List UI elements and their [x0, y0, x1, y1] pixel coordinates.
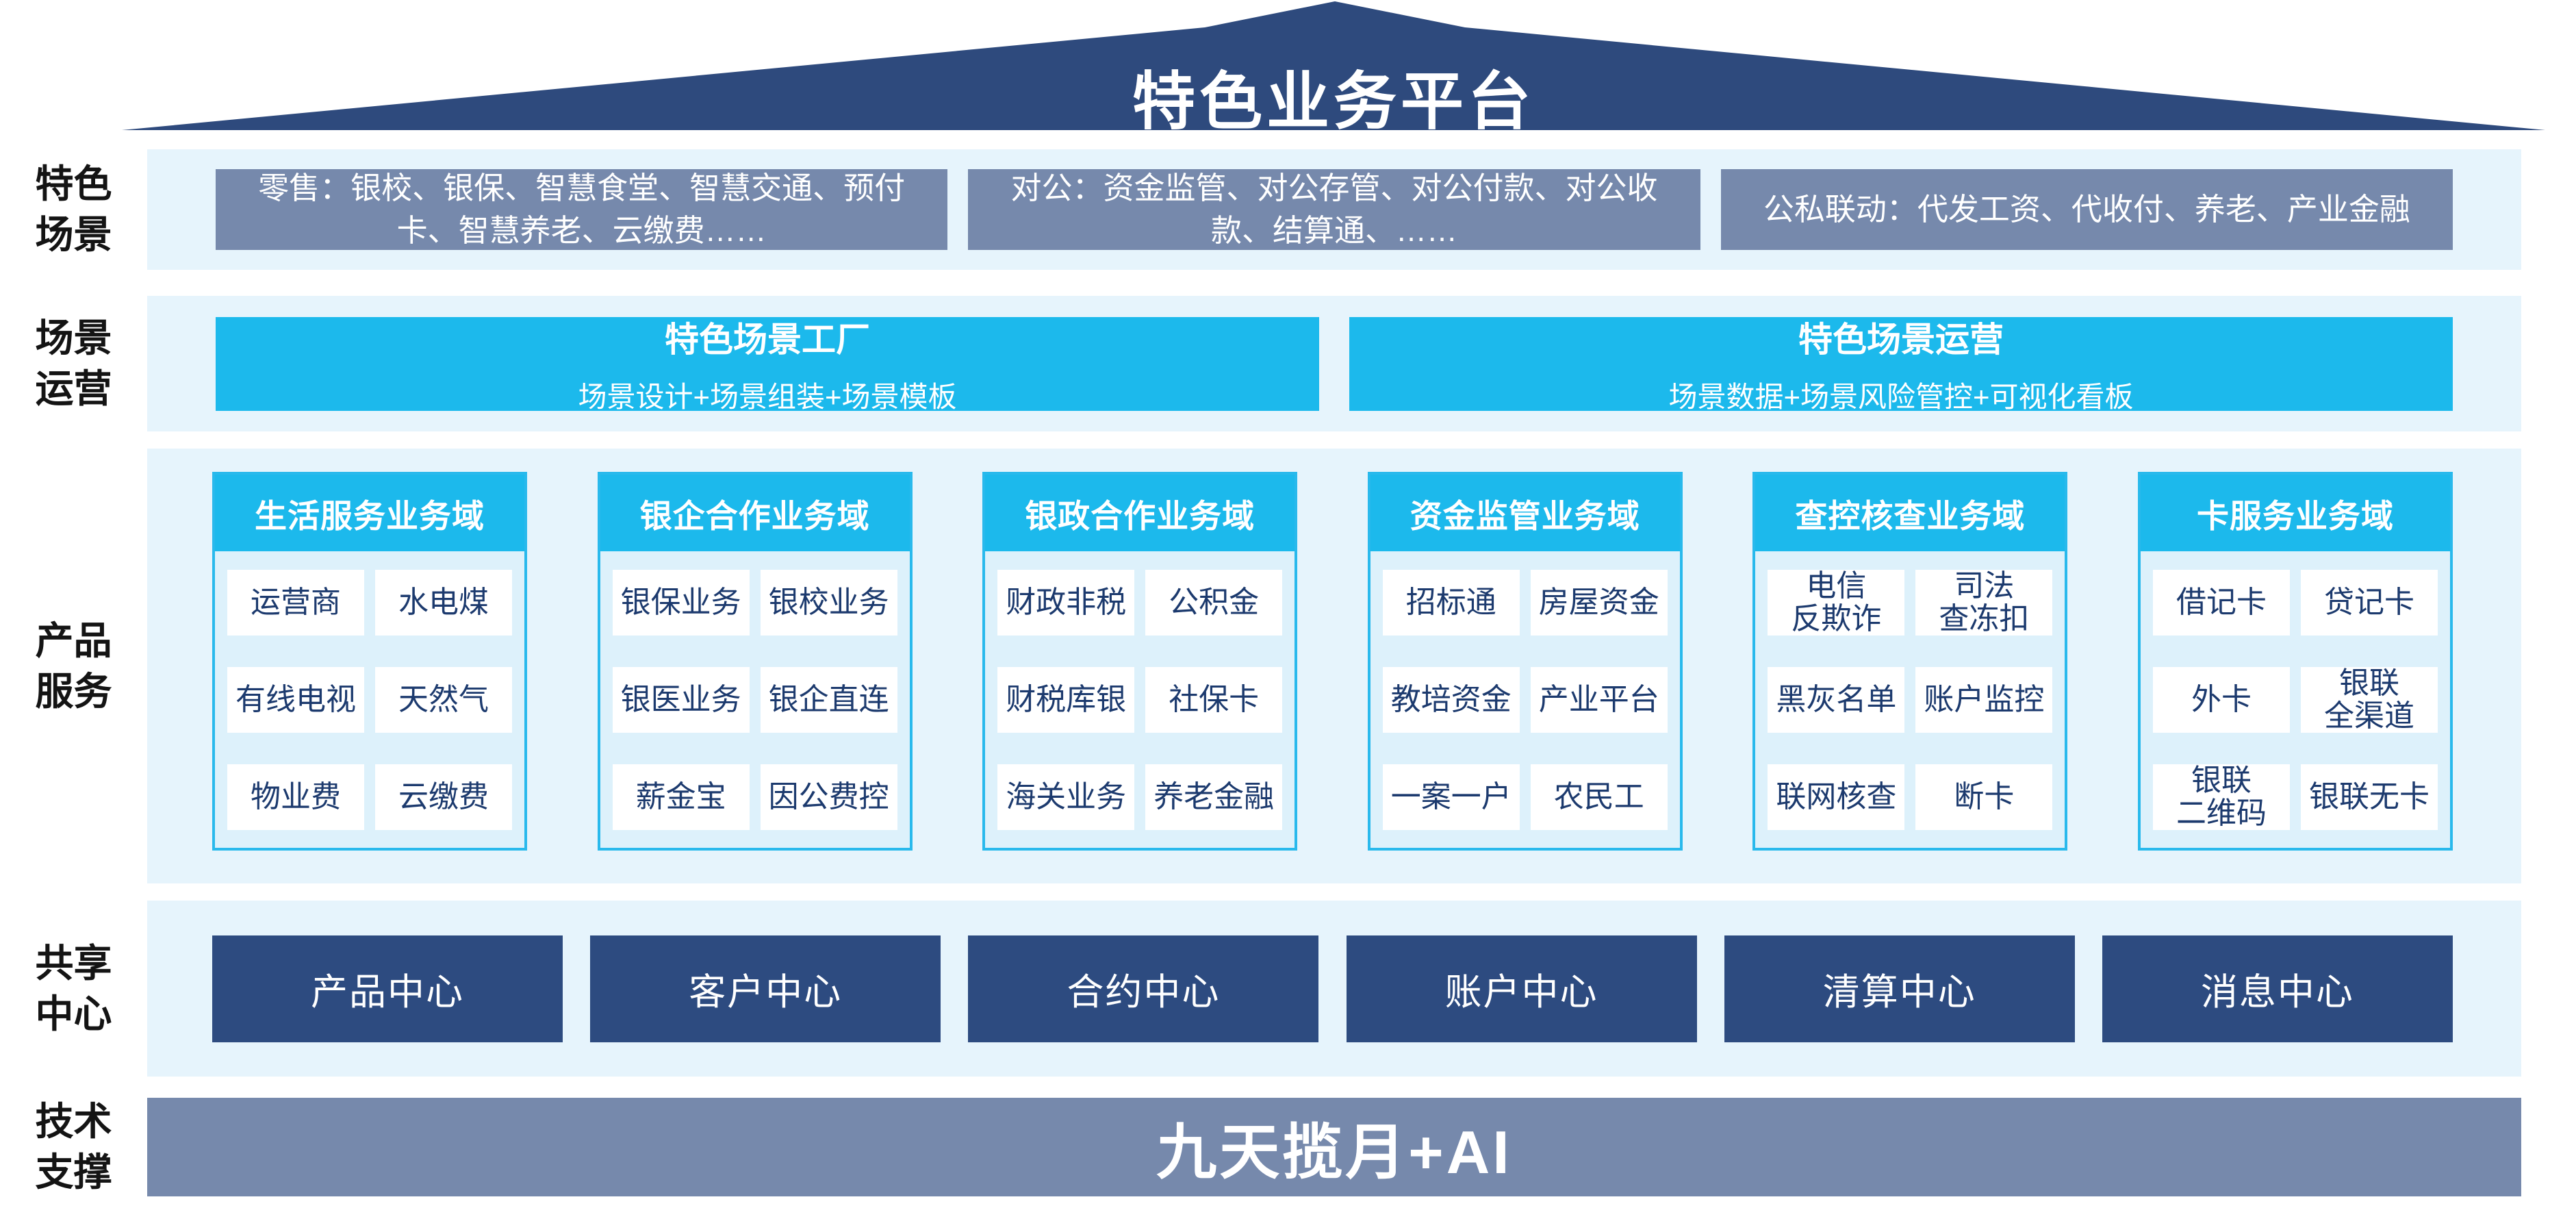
- product-cell: 水电煤: [375, 569, 512, 636]
- product-cell: 招标通: [1382, 569, 1520, 636]
- product-cell: 教培资金: [1382, 666, 1520, 733]
- product-cell: 银保业务: [612, 569, 750, 636]
- scene-operation-title: 特色场景运营: [1798, 320, 2004, 359]
- scene-factory-subtitle: 场景设计+场景组装+场景模板: [578, 380, 957, 413]
- domain-fund-supervision: 资金监管业务域 招标通 房屋资金 教培资金 产业平台 一案一户 农民工: [1367, 472, 1683, 851]
- domain-card-services: 卡服务业务域 借记卡 贷记卡 外卡 银联 全渠道 银联 二维码 银联无卡: [2137, 472, 2453, 851]
- product-cell: 云缴费: [375, 764, 512, 830]
- domain-header: 银政合作业务域: [985, 475, 1295, 551]
- scene-factory-card: 特色场景工厂 场景设计+场景组装+场景模板: [216, 316, 1319, 413]
- domain-header: 资金监管业务域: [1370, 475, 1680, 551]
- product-cell: 养老金融: [1145, 764, 1283, 830]
- products-band: 生活服务业务域 运营商 水电煤 有线电视 天然气 物业费 云缴费 银企合作业务域…: [147, 449, 2521, 883]
- domain-bank-government: 银政合作业务域 财政非税 公积金 财税库银 社保卡 海关业务 养老金融: [982, 472, 1298, 851]
- domain-body: 财政非税 公积金 财税库银 社保卡 海关业务 养老金融: [985, 551, 1295, 848]
- product-cell: 银联无卡: [2300, 764, 2438, 830]
- product-cell: 司法 查冻扣: [1915, 569, 2053, 636]
- center-box-contract: 合约中心: [968, 935, 1319, 1042]
- center-box-message: 消息中心: [2102, 935, 2453, 1042]
- domain-life-services: 生活服务业务域 运营商 水电煤 有线电视 天然气 物业费 云缴费: [212, 472, 527, 851]
- center-box-account: 账户中心: [1346, 935, 1697, 1042]
- product-cell: 天然气: [375, 666, 512, 733]
- product-cell: 薪金宝: [612, 764, 750, 830]
- product-cell: 一案一户: [1382, 764, 1520, 830]
- product-cell: 财政非税: [997, 569, 1135, 636]
- product-cell: 产业平台: [1530, 666, 1668, 733]
- tech-banner: 九天揽月+AI: [147, 1098, 2521, 1196]
- center-box-clearing: 清算中心: [1724, 935, 2075, 1042]
- domain-header: 生活服务业务域: [215, 475, 524, 551]
- product-cell: 银校业务: [760, 569, 897, 636]
- scene-factory-title: 特色场景工厂: [665, 320, 870, 359]
- product-cell: 账户监控: [1915, 666, 2053, 733]
- domain-header: 银企合作业务域: [600, 475, 910, 551]
- domain-header: 查控核查业务域: [1755, 475, 2065, 551]
- product-cell: 银联 二维码: [2152, 764, 2290, 830]
- product-cell: 公积金: [1145, 569, 1283, 636]
- product-cell: 银企直连: [760, 666, 897, 733]
- row-label-tech: 技术 支撑: [35, 1100, 112, 1194]
- product-cell: 电信 反欺诈: [1768, 569, 1905, 636]
- domain-body: 银保业务 银校业务 银医业务 银企直连 薪金宝 因公费控: [600, 551, 910, 848]
- product-cell: 有线电视: [227, 666, 364, 733]
- scene-box-public-private: 公私联动：代发工资、代收付、养老、产业金融: [1720, 169, 2453, 250]
- roof-shape: [122, 1, 2545, 130]
- product-cell: 财税库银: [997, 666, 1135, 733]
- product-cell: 物业费: [227, 764, 364, 830]
- product-cell: 农民工: [1530, 764, 1668, 830]
- center-box-customer: 客户中心: [590, 935, 941, 1042]
- product-cell: 社保卡: [1145, 666, 1283, 733]
- scene-box-corporate: 对公：资金监管、对公存管、对公付款、对公收 款、结算通、……: [968, 169, 1700, 250]
- scene-operation-subtitle: 场景数据+场景风险管控+可视化看板: [1668, 380, 2134, 413]
- product-cell: 黑灰名单: [1768, 666, 1905, 733]
- domain-inquiry-control: 查控核查业务域 电信 反欺诈 司法 查冻扣 黑灰名单 账户监控 联网核查 断卡: [1752, 472, 2068, 851]
- platform-title: 特色业务平台: [1132, 67, 1535, 137]
- row-label-scenes: 特色 场景: [35, 162, 112, 256]
- row-label-shared: 共享 中心: [35, 941, 112, 1035]
- domain-body: 招标通 房屋资金 教培资金 产业平台 一案一户 农民工: [1370, 551, 1680, 848]
- scene-box-retail: 零售：银校、银保、智慧食堂、智慧交通、预付 卡、智慧养老、云缴费……: [216, 169, 948, 250]
- operation-band: 特色场景工厂 场景设计+场景组装+场景模板 特色场景运营 场景数据+场景风险管控…: [147, 296, 2521, 431]
- product-cell: 断卡: [1915, 764, 2053, 830]
- product-cell: 因公费控: [760, 764, 897, 830]
- domain-bank-enterprise: 银企合作业务域 银保业务 银校业务 银医业务 银企直连 薪金宝 因公费控: [597, 472, 913, 851]
- product-cell: 借记卡: [2152, 569, 2290, 636]
- scenes-band: 零售：银校、银保、智慧食堂、智慧交通、预付 卡、智慧养老、云缴费…… 对公：资金…: [147, 149, 2521, 270]
- product-cell: 房屋资金: [1530, 569, 1668, 636]
- domain-body: 借记卡 贷记卡 外卡 银联 全渠道 银联 二维码 银联无卡: [2141, 551, 2450, 848]
- center-box-product: 产品中心: [212, 935, 563, 1042]
- product-cell: 银医业务: [612, 666, 750, 733]
- roof-polygon: [122, 1, 2545, 130]
- scene-operation-card: 特色场景运营 场景数据+场景风险管控+可视化看板: [1349, 316, 2453, 413]
- product-cell: 外卡: [2152, 666, 2290, 733]
- row-label-operation: 场景 运营: [35, 316, 112, 410]
- product-cell: 贷记卡: [2300, 569, 2438, 636]
- row-label-products: 产品 服务: [35, 618, 112, 713]
- product-cell: 联网核查: [1768, 764, 1905, 830]
- domain-body: 电信 反欺诈 司法 查冻扣 黑灰名单 账户监控 联网核查 断卡: [1755, 551, 2065, 848]
- product-cell: 银联 全渠道: [2300, 666, 2438, 733]
- product-cell: 海关业务: [997, 764, 1135, 830]
- domain-header: 卡服务业务域: [2140, 475, 2450, 551]
- domain-body: 运营商 水电煤 有线电视 天然气 物业费 云缴费: [215, 551, 524, 848]
- product-cell: 运营商: [227, 569, 364, 636]
- centers-band: 产品中心 客户中心 合约中心 账户中心 清算中心 消息中心: [147, 901, 2521, 1077]
